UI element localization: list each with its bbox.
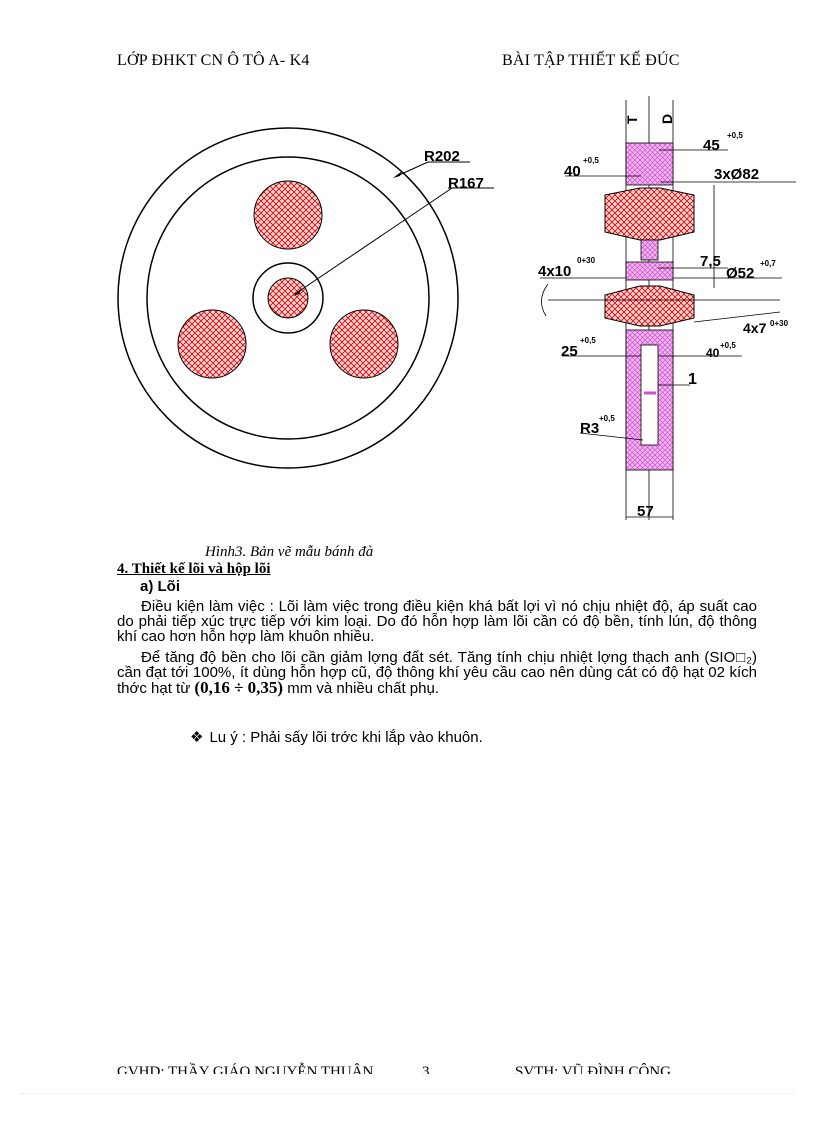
dim-40-bot: 40: [706, 346, 720, 360]
hub-bore: [267, 277, 309, 319]
dim-4x10: 4x10: [538, 263, 571, 280]
outer-circle: [117, 127, 459, 469]
dim-1: 1: [688, 371, 697, 388]
svg-text:+0,5: +0,5: [727, 131, 743, 140]
dim-r202: R202: [424, 148, 460, 165]
diamond-bullet-icon: ❖: [190, 729, 204, 746]
paragraph-working-conditions: Điều kiện làm việc : Lõi làm việc trong …: [117, 598, 757, 645]
rim-top: [625, 142, 674, 186]
header-class-label: LỚP ĐHKT CN Ô TÔ A- K4: [117, 52, 310, 69]
note-text: Lu ý : Phải sấy lõi trớc khi lắp vào khu…: [209, 729, 483, 746]
hub-top: [625, 261, 674, 281]
header-assignment-title: BÀI TẬP THIẾT KẾ ĐÚC: [502, 52, 680, 69]
dim-3x82: 3xØ82: [714, 166, 759, 183]
inner-circle: [146, 156, 430, 440]
section-view: T D 45 +0,5 40 +0,5 3xØ82 7,5 4x10 0+30 …: [538, 96, 796, 520]
paragraph-strength: Để tăng độ bền cho lõi cần giảm lợng đất…: [117, 649, 757, 697]
page-edge-divider: [20, 1093, 796, 1094]
dim-40-top: 40: [564, 163, 581, 180]
svg-text:0+30: 0+30: [770, 319, 789, 328]
dim-4x7: 4x7: [743, 320, 767, 336]
dim-45: 45: [703, 137, 720, 154]
flywheel-drawing: R202 R167 T D 45 +0,5 40 +0,5 3xØ82 7,5 …: [117, 96, 796, 520]
svg-text:+0,5: +0,5: [720, 341, 736, 350]
dim-52: Ø52: [726, 265, 754, 282]
figure-caption: Hình3. Bản vẽ mẫu bánh đà: [205, 544, 374, 560]
grain-size-formula: (0,16 ÷ 0,35): [194, 678, 284, 697]
dim-25: 25: [561, 343, 578, 360]
svg-text:+0,5: +0,5: [580, 336, 596, 345]
label-d: D: [659, 114, 675, 124]
front-view: R202 R167: [117, 127, 494, 469]
svg-text:+0,5: +0,5: [583, 156, 599, 165]
footer-student: SVTH: VŨ ĐÌNH CÔNG: [515, 1064, 671, 1074]
dim-7-5: 7,5: [700, 253, 721, 270]
note-line: ❖ Lu ý : Phải sấy lõi trớc khi lắp vào kh…: [190, 728, 483, 746]
hole-right: [329, 309, 399, 379]
svg-text:+0,7: +0,7: [760, 259, 776, 268]
label-t: T: [624, 115, 640, 124]
rim-section-upper: [604, 187, 695, 241]
dim-57: 57: [637, 503, 654, 520]
section-title: 4. Thiết kế lõi và hộp lõi: [117, 561, 271, 577]
subsection-title: a) Lõi: [140, 578, 180, 595]
svg-text:+0,5: +0,5: [599, 414, 615, 423]
svg-text:0+30: 0+30: [577, 256, 596, 265]
hole-top: [253, 180, 323, 250]
hub-ring: [252, 262, 324, 334]
dim-r3: R3: [580, 420, 599, 437]
hole-left: [177, 309, 247, 379]
footer-page-number: 3: [422, 1064, 430, 1074]
footer-instructor: GVHD: THẦY GIÁO NGUYỄN THUẬN: [117, 1064, 374, 1074]
rim-section-lower: [604, 285, 695, 327]
dim-r167: R167: [448, 175, 484, 192]
